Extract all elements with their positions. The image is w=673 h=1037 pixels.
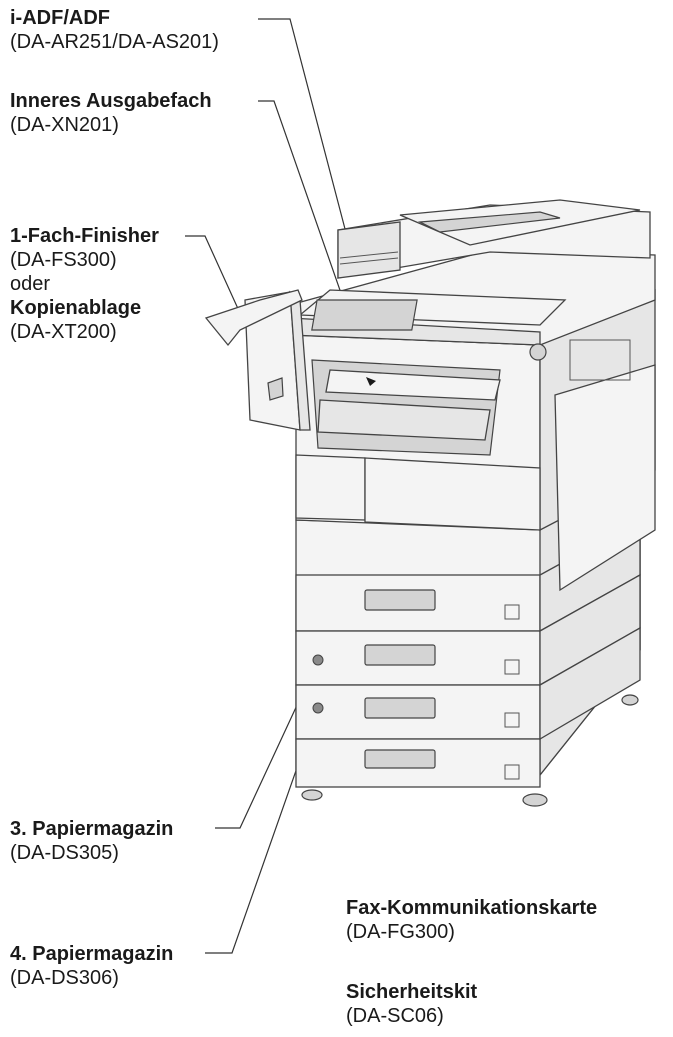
callout-adf-name: i-ADF/ADF [10,6,219,30]
callout-finisher-model: (DA-FS300) [10,248,159,272]
callout-paper-tray-3: 3. Papiermagazin (DA-DS305) [10,817,173,865]
callout-paper-tray-3-name: 3. Papiermagazin [10,817,173,841]
callout-adf: i-ADF/ADF (DA-AR251/DA-AS201) [10,6,219,54]
callout-finisher: 1-Fach-Finisher (DA-FS300) oder Kopienab… [10,224,159,344]
callout-copy-tray-model: (DA-XT200) [10,320,159,344]
callout-inner-tray-name: Inneres Ausgabefach [10,89,212,113]
callout-fax-card-model: (DA-FG300) [346,920,597,944]
callout-inner-tray-model: (DA-XN201) [10,113,212,137]
callout-fax-card-name: Fax-Kommunikationskarte [346,896,597,920]
callout-paper-tray-3-model: (DA-DS305) [10,841,173,865]
callout-copy-tray-name: Kopienablage [10,296,159,320]
callout-finisher-name: 1-Fach-Finisher [10,224,159,248]
callout-adf-model: (DA-AR251/DA-AS201) [10,30,219,54]
callout-inner-tray: Inneres Ausgabefach (DA-XN201) [10,89,212,137]
callout-security-kit: Sicherheitskit (DA-SC06) [346,980,477,1028]
callout-paper-tray-4-name: 4. Papiermagazin [10,942,173,966]
callout-security-kit-name: Sicherheitskit [346,980,477,1004]
callout-paper-tray-4: 4. Papiermagazin (DA-DS306) [10,942,173,990]
leader-adf [258,19,350,248]
callout-fax-card: Fax-Kommunikationskarte (DA-FG300) [346,896,597,944]
callout-finisher-conjunction: oder [10,272,159,296]
finisher-unit [206,290,310,430]
callout-paper-tray-4-model: (DA-DS306) [10,966,173,990]
callout-security-kit-model: (DA-SC06) [346,1004,477,1028]
